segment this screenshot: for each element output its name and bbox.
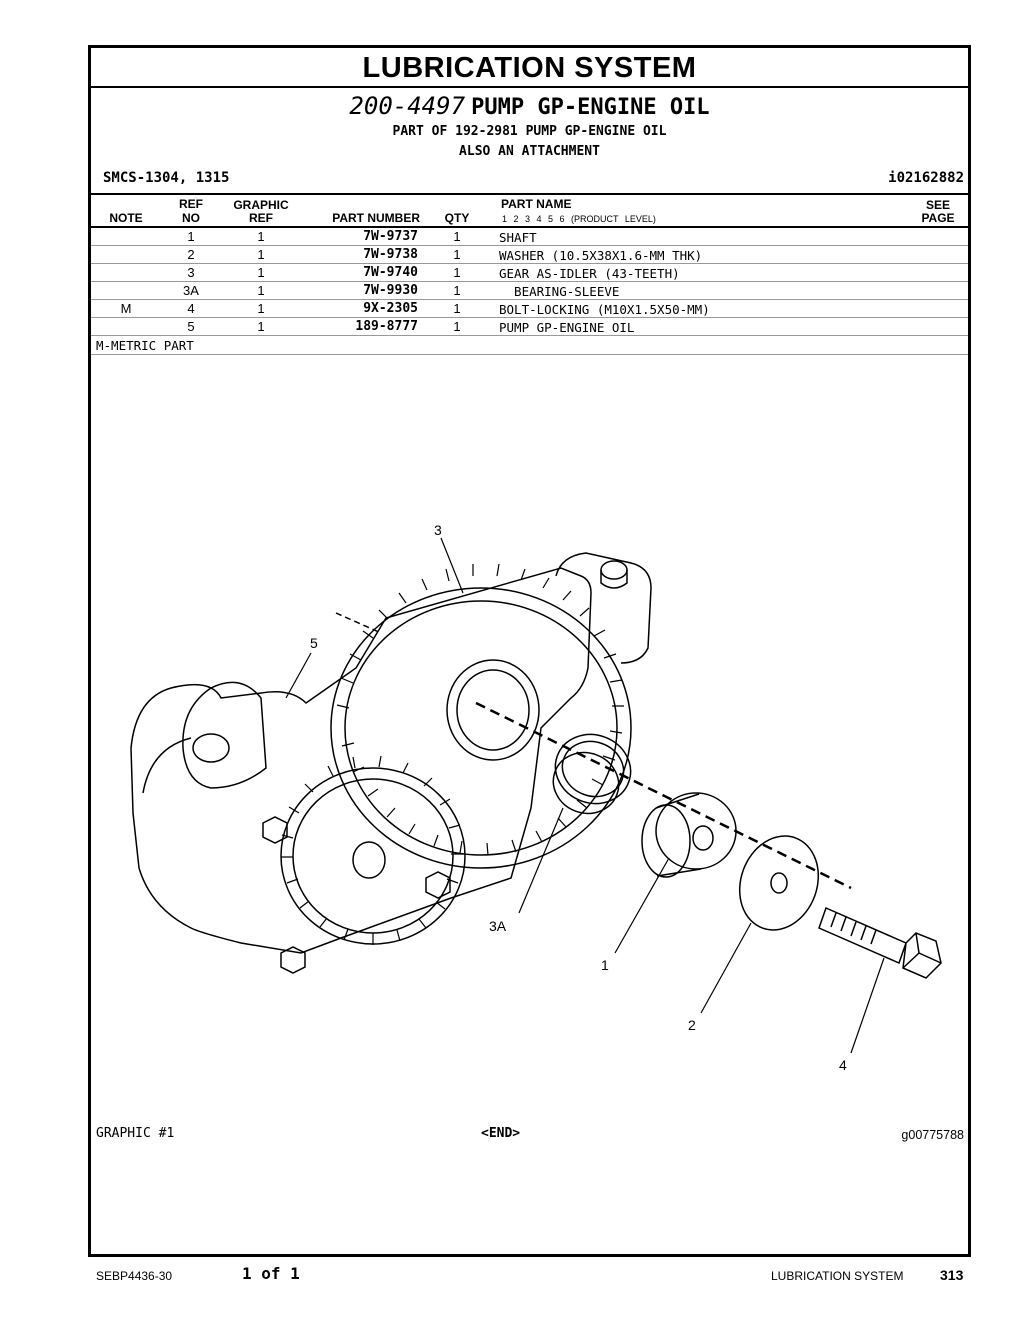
row-part-name: GEAR AS-IDLER (43-TEETH) (499, 266, 680, 281)
col-note: NOTE (109, 211, 143, 225)
part-of-line: PART OF 192-2981 PUMP GP-ENGINE OIL (392, 124, 667, 139)
pump-housing (130, 567, 592, 954)
col-part-name: PART NAME (501, 197, 572, 211)
row-ref: 3 (187, 265, 195, 280)
group-number: 200-4497 (349, 92, 466, 120)
row-qty: 1 (453, 301, 461, 316)
row-ref: 2 (187, 247, 195, 262)
row-part-name: WASHER (10.5X38X1.6-MM THK) (499, 248, 703, 263)
col-see: SEE (925, 198, 950, 212)
row-part-name: SHAFT (499, 230, 537, 245)
row-part-number: 7W-9737 (363, 229, 418, 244)
graphic-label: GRAPHIC #1 (96, 1126, 175, 1141)
shaft (641, 792, 737, 878)
row-part-name: PUMP GP-ENGINE OIL (499, 320, 635, 335)
row-part-number: 7W-9740 (363, 265, 418, 280)
locking-bolt (818, 906, 942, 979)
row-divider (91, 335, 968, 336)
col-graphic-ref: REF (249, 211, 273, 225)
col-part-number: PART NUMBER (332, 211, 420, 225)
page-number: 313 (940, 1267, 964, 1283)
row-qty: 1 (453, 229, 461, 244)
row-graphic-ref: 1 (257, 283, 265, 298)
callout-4: 4 (839, 1057, 847, 1073)
housing-bolts (262, 816, 451, 974)
row-part-number: 7W-9930 (363, 283, 418, 298)
row-ref: 3A (183, 283, 199, 298)
end-marker: <END> (481, 1126, 521, 1141)
bearing-sleeve (552, 733, 632, 815)
header-top-rule (91, 193, 968, 195)
row-divider (91, 317, 968, 318)
row-part-number: 189-8777 (355, 319, 418, 334)
row-graphic-ref: 1 (257, 301, 265, 316)
row-qty: 1 (453, 319, 461, 334)
callout-1: 1 (601, 957, 609, 973)
page-title: LUBRICATION SYSTEM (91, 48, 968, 88)
callout-2: 2 (688, 1017, 696, 1033)
row-graphic-ref: 1 (257, 319, 265, 334)
row-note: M (120, 301, 132, 316)
row-divider (91, 299, 968, 300)
row-divider (91, 281, 968, 282)
header-bottom-rule (91, 226, 968, 228)
row-divider (91, 263, 968, 264)
table-end-rule (91, 354, 968, 355)
row-part-name: BEARING-SLEEVE (499, 284, 620, 299)
col-ref: REF (179, 197, 203, 211)
row-part-name: BOLT-LOCKING (M10X1.5X50-MM) (499, 302, 710, 317)
row-part-number: 9X-2305 (363, 301, 418, 316)
row-qty: 1 (453, 283, 461, 298)
row-graphic-ref: 1 (257, 247, 265, 262)
row-qty: 1 (453, 265, 461, 280)
col-qty: QTY (444, 211, 470, 225)
col-graphic: GRAPHIC (233, 198, 289, 212)
callout-5: 5 (310, 635, 318, 651)
row-graphic-ref: 1 (257, 229, 265, 244)
attachment-line: ALSO AN ATTACHMENT (459, 144, 600, 159)
row-ref: 4 (187, 301, 195, 316)
page-frame: LUBRICATION SYSTEM 200-4497 PUMP GP-ENGI… (88, 45, 971, 1257)
callout-3: 3 (434, 522, 442, 538)
smcs-codes: SMCS-1304, 1315 (103, 170, 230, 186)
ear-boss (600, 560, 628, 580)
row-divider (91, 245, 968, 246)
document-number: SEBP4436-30 (96, 1269, 173, 1283)
page-of: 1 of 1 (242, 1264, 300, 1283)
pump-gear (280, 755, 466, 945)
row-qty: 1 (453, 247, 461, 262)
row-graphic-ref: 1 (257, 265, 265, 280)
group-heading: 200-4497 PUMP GP-ENGINE OIL (91, 92, 968, 120)
graphic-id: g00775788 (901, 1128, 964, 1142)
footer-section: LUBRICATION SYSTEM (771, 1269, 904, 1283)
mounting-ear (555, 552, 652, 664)
illustration-id: i02162882 (888, 170, 964, 186)
housing-lobe (182, 681, 267, 789)
metric-note: M-METRIC PART (96, 338, 194, 353)
row-part-number: 7W-9738 (363, 247, 418, 262)
group-name: PUMP GP-ENGINE OIL (471, 95, 710, 120)
col-no: NO (182, 211, 200, 225)
row-ref: 5 (187, 319, 195, 334)
washer (738, 835, 820, 931)
callout-3a: 3A (489, 918, 507, 934)
row-ref: 1 (187, 229, 195, 244)
idler-gear (330, 563, 632, 869)
col-page: PAGE (921, 211, 955, 225)
product-levels: 1 2 3 4 5 6 (PRODUCT LEVEL) (502, 214, 656, 224)
exploded-view-illustration: 3 5 3A 1 2 4 (130, 522, 942, 1073)
